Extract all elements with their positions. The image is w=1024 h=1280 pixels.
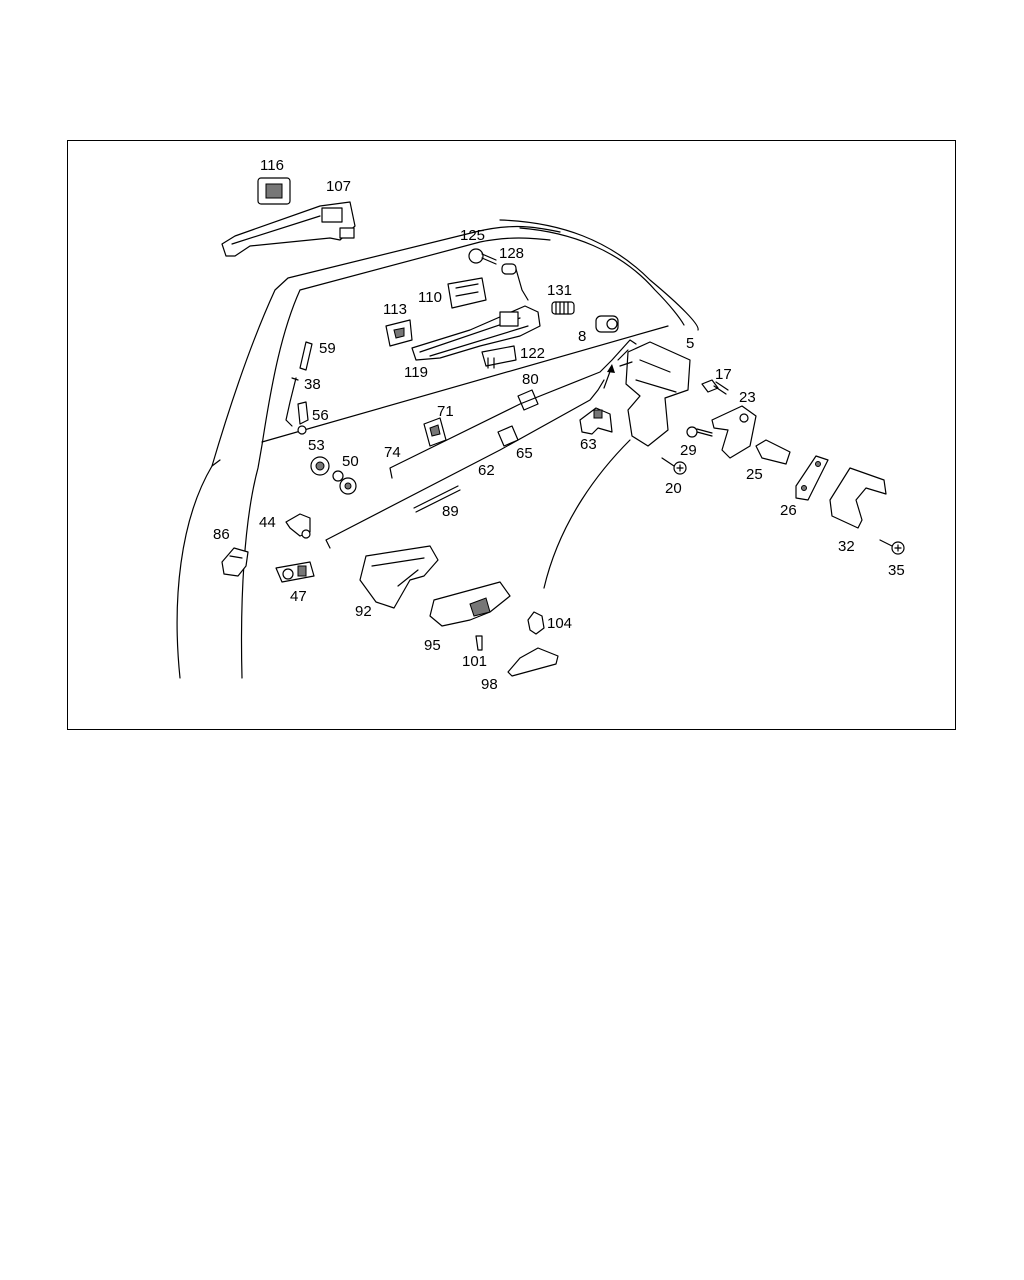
- label-116: 116: [260, 157, 284, 174]
- label-74: 74: [384, 444, 401, 461]
- part-26-plate: [795, 455, 829, 501]
- label-119: 119: [404, 364, 428, 381]
- part-74-rod: [389, 339, 637, 479]
- part-38-rod: [285, 377, 299, 427]
- part-62-rod: [325, 379, 605, 549]
- part-107-outer-handle: [221, 201, 356, 257]
- label-131: 131: [547, 282, 572, 299]
- label-23: 23: [739, 389, 756, 406]
- part-128-pin: [501, 263, 529, 301]
- label-98: 98: [481, 676, 498, 693]
- part-98-cover: [507, 647, 559, 677]
- part-5-door-lock: [617, 341, 691, 447]
- label-71: 71: [437, 403, 454, 420]
- part-113-clip: [385, 319, 413, 347]
- part-47-actuator: [275, 561, 315, 583]
- label-65: 65: [516, 445, 533, 462]
- label-107: 107: [326, 178, 351, 195]
- part-63-bracket: [579, 407, 613, 435]
- callout-labels: 116 107 125 128 110 113 131 8 5 122 119 …: [213, 157, 905, 693]
- label-56: 56: [312, 407, 329, 424]
- label-47: 47: [290, 588, 307, 605]
- part-50-fastener: [332, 470, 357, 495]
- part-101-pin: [475, 635, 483, 651]
- label-110: 110: [418, 289, 442, 306]
- part-53-grommet: [310, 456, 330, 476]
- label-5: 5: [686, 335, 694, 352]
- part-95-inner-handle: [429, 581, 511, 627]
- part-20-screw: [661, 457, 687, 475]
- part-17-bolt: [701, 379, 729, 395]
- label-122: 122: [520, 345, 545, 362]
- part-80-clip: [517, 389, 539, 411]
- part-29-screw: [686, 426, 713, 438]
- label-53: 53: [308, 437, 325, 454]
- label-44: 44: [259, 514, 276, 531]
- label-32: 32: [838, 538, 855, 555]
- label-59: 59: [319, 340, 336, 357]
- label-8: 8: [578, 328, 586, 345]
- part-71-clip: [423, 417, 447, 447]
- part-104-clip: [527, 611, 545, 635]
- label-17: 17: [715, 366, 732, 383]
- label-101: 101: [462, 653, 487, 670]
- part-125-bolt: [468, 248, 497, 265]
- label-25: 25: [746, 466, 763, 483]
- label-125: 125: [460, 227, 485, 244]
- part-44-lever: [285, 513, 311, 539]
- arrow-indicator: [603, 364, 615, 389]
- label-89: 89: [442, 503, 459, 520]
- label-80: 80: [522, 371, 539, 388]
- label-50: 50: [342, 453, 359, 470]
- part-8-lock-cylinder: [595, 315, 619, 333]
- part-32-bracket: [829, 467, 887, 529]
- label-29: 29: [680, 442, 697, 459]
- part-35-screw: [879, 539, 905, 555]
- label-86: 86: [213, 526, 230, 543]
- part-86-switch: [221, 547, 249, 577]
- label-20: 20: [665, 480, 682, 497]
- door-outline: [176, 219, 699, 679]
- part-89-strip: [413, 485, 461, 513]
- part-65-clip: [497, 425, 519, 447]
- label-26: 26: [780, 502, 797, 519]
- part-59-rod: [299, 341, 313, 371]
- part-131-spring: [551, 301, 575, 315]
- label-92: 92: [355, 603, 372, 620]
- label-62: 62: [478, 462, 495, 479]
- label-95: 95: [424, 637, 441, 654]
- part-110-bracket: [447, 277, 487, 309]
- diagram-frame: [67, 140, 956, 730]
- part-25-wedge: [755, 439, 791, 465]
- part-23-striker: [711, 405, 757, 459]
- part-56-clip: [297, 401, 309, 435]
- part-116-handle-cap: [257, 177, 291, 205]
- label-128: 128: [499, 245, 524, 262]
- part-122-spring: [481, 345, 517, 369]
- label-104: 104: [547, 615, 572, 632]
- part-92-inner-handle-housing: [359, 545, 439, 609]
- label-35: 35: [888, 562, 905, 579]
- label-38: 38: [304, 376, 321, 393]
- part-119-lever-carrier: [411, 305, 541, 361]
- label-113: 113: [383, 301, 407, 318]
- label-63: 63: [580, 436, 597, 453]
